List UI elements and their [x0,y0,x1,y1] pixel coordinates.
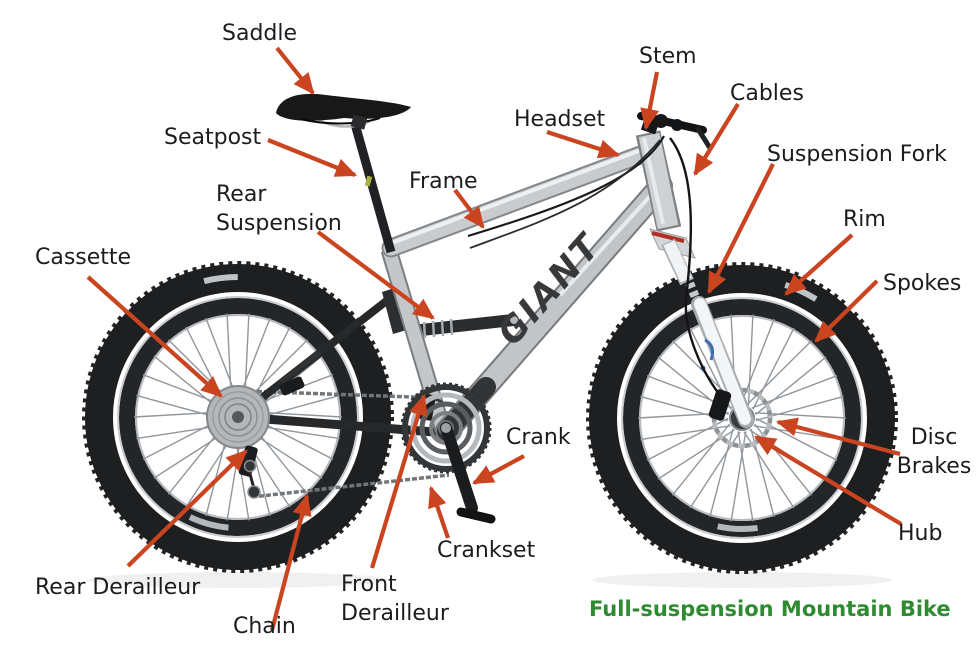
arrow-cassette [86,275,223,398]
cassette [206,385,270,449]
diagram-title: Full-suspension Mountain Bike [589,597,951,621]
crankset [400,382,496,524]
arrow-spokes [814,279,879,343]
chain [242,389,450,499]
rear-wheel-shadow [88,572,388,588]
frame-logo: GIANT [490,226,609,354]
label-front-derailleur: Front Derailleur [341,572,449,626]
stay-brace [279,350,322,384]
rim-brand-mark [123,303,352,531]
label-crank: Crank [506,425,571,450]
label-chain: Chain [233,614,296,639]
label-cassette: Cassette [35,245,132,270]
saddle [276,93,411,254]
arrow-chain [269,493,312,631]
label-crankset: Crankset [437,538,536,563]
arrow-suspension-fork [707,163,775,294]
arrow-rim [784,233,854,296]
label-disc-brakes: Disc Brakes [896,425,972,479]
annotation-arrows [86,46,903,631]
arrow-disc-brakes [775,417,901,457]
label-rear-derailleur: Rear Derailleur [35,575,201,600]
label-suspension-fork: Suspension Fork [767,142,947,167]
label-frame: Frame [409,169,478,194]
arrow-frame [453,188,485,229]
label-saddle: Saddle [222,21,298,46]
label-headset: Headset [514,107,606,132]
suspension-fork [649,228,754,428]
seatpost [350,122,396,254]
arrow-hub [754,435,903,526]
brake-lever [695,126,713,151]
arrow-cables [693,102,740,176]
arrow-crank [472,454,525,485]
arrow-stem [640,71,660,131]
front-wheel-shadow [592,572,892,588]
label-hub: Hub [898,521,943,546]
cables [467,135,723,399]
label-rim: Rim [843,207,886,232]
arrow-rear-derailleur [126,449,248,568]
pedal [456,507,496,524]
label-spokes: Spokes [883,271,962,296]
label-cables: Cables [730,81,804,106]
label-seatpost: Seatpost [164,125,262,150]
arrow-seatpost [267,138,358,177]
arrow-saddle [275,46,315,95]
tire-brand-mark [95,274,381,560]
arrow-front-derailleur [369,393,428,569]
arrow-rear-suspension [316,230,435,320]
label-stem: Stem [639,44,697,69]
rear-brake-caliper [279,376,305,396]
arrow-crankset [428,485,450,539]
front-brake-caliper [708,389,732,421]
arrow-headset [546,130,621,159]
crank-arm [440,422,478,514]
label-rear-suspension: Rear Suspension [216,182,342,236]
fork-decal [704,338,714,361]
shifter [671,119,683,131]
